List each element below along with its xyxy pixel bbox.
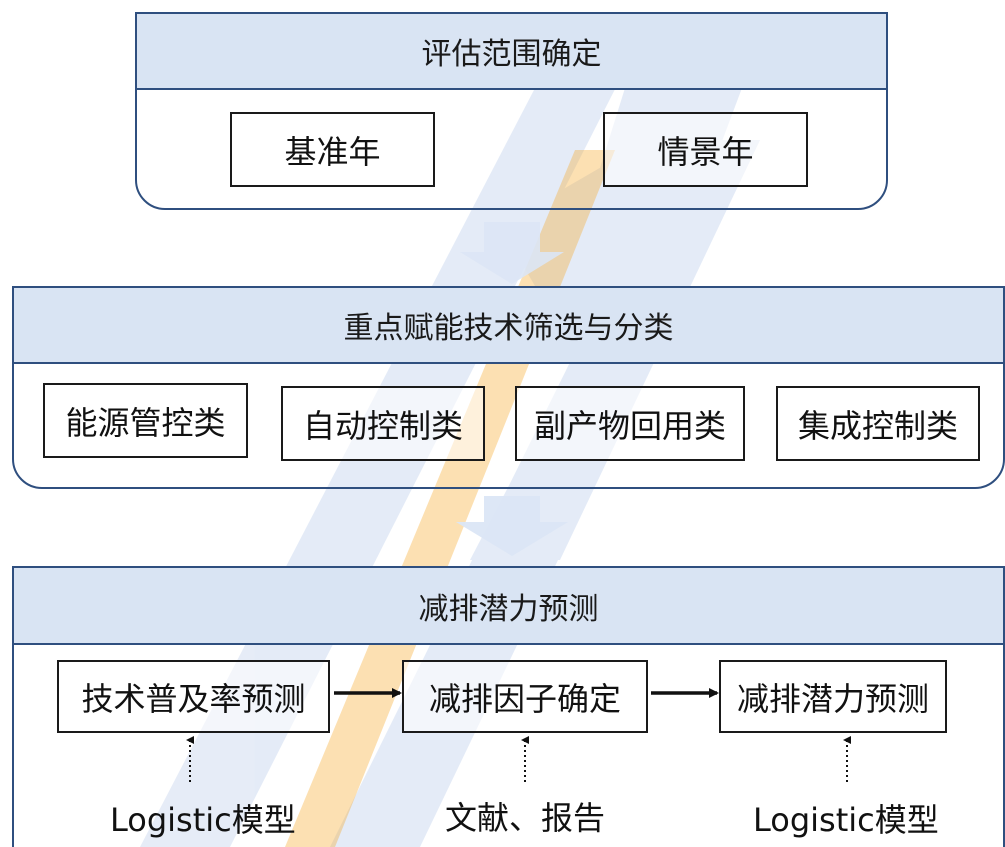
tech-screening-panel: 重点赋能技术筛选与分类 [12,286,1005,489]
baseline-year-box: 基准年 [230,112,435,187]
source-literature-text: 文献、报告 [445,799,606,837]
category-integrated-label: 集成控制类 [797,406,958,445]
scenario-year-label: 情景年 [657,132,754,171]
tech-screening-header: 重点赋能技术筛选与分类 [14,288,1003,364]
step-adoption-label: 技术普及率预测 [81,679,306,718]
scope-header: 评估范围确定 [137,14,886,90]
category-automation-label: 自动控制类 [302,406,463,445]
reduction-forecast-panel: 减排潜力预测 [12,566,1005,847]
scope-panel: 评估范围确定 [135,12,888,210]
reduction-forecast-header: 减排潜力预测 [14,568,1003,645]
step-potential-label: 减排潜力预测 [736,679,929,718]
step-adoption-box: 技术普及率预测 [57,660,330,733]
category-byproduct-box: 副产物回用类 [515,386,745,461]
source-logistic-2: Logistic模型 [753,795,939,841]
flow-arrow-1 [460,222,564,284]
step-factor-box: 减排因子确定 [402,660,648,733]
scope-title: 评估范围确定 [421,37,602,72]
scenario-year-box: 情景年 [603,112,808,187]
category-energy-label: 能源管控类 [65,403,226,442]
category-automation-box: 自动控制类 [281,386,485,461]
reduction-forecast-title: 减排潜力预测 [418,591,599,627]
step-potential-box: 减排潜力预测 [719,660,947,733]
source-logistic-1-text: Logistic模型 [110,801,296,839]
baseline-year-label: 基准年 [284,132,381,171]
category-integrated-box: 集成控制类 [776,386,980,461]
source-logistic-1: Logistic模型 [110,795,296,841]
category-energy-box: 能源管控类 [43,383,248,458]
source-literature: 文献、报告 [445,793,605,839]
step-factor-label: 减排因子确定 [428,679,621,718]
flow-arrow-2 [456,496,568,556]
tech-screening-title: 重点赋能技术筛选与分类 [343,311,674,346]
source-logistic-2-text: Logistic模型 [753,801,939,839]
category-byproduct-label: 副产物回用类 [533,406,726,445]
